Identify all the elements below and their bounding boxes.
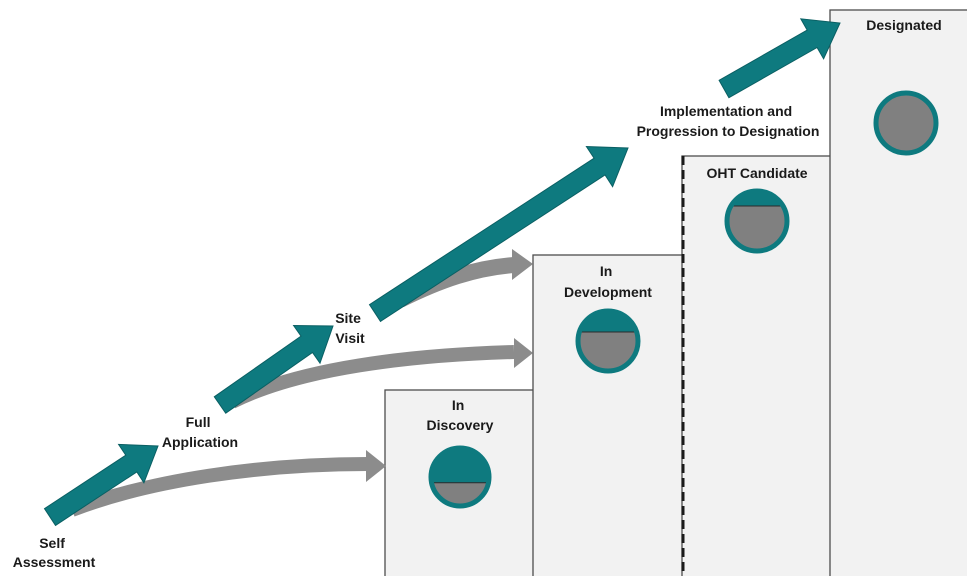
step-label-self-assessment: Self Assessment: [13, 535, 96, 570]
grey-arrow-to-discovery: [69, 450, 386, 517]
teal-arrow-self-to-full: [43, 443, 159, 527]
progress-circle-designated: [873, 90, 939, 156]
step-label-full-application: Full Application: [162, 414, 238, 450]
progress-fill: [431, 448, 489, 483]
teal-arrow-implementation-to-designated: [718, 18, 841, 99]
step-label-implementation: Implementation and Progression to Design…: [637, 103, 820, 139]
teal-arrow-full-to-site: [213, 324, 334, 414]
progress-circle-discovery: [428, 445, 492, 509]
stage-label-oht-candidate: OHT Candidate: [706, 165, 807, 181]
grey-arrow-to-development: [228, 338, 533, 409]
step-label-site-visit: Site Visit: [335, 310, 365, 346]
progress-circle-candidate: [724, 188, 790, 254]
progress-circle-development: [575, 308, 641, 374]
stage-label-designated: Designated: [866, 17, 941, 33]
stage-box-in-development: [532, 254, 684, 576]
teal-arrow-site-to-implementation: [368, 145, 629, 323]
stage-label-in-development: In Development: [564, 263, 652, 300]
stage-label-in-discovery: In Discovery: [427, 397, 494, 433]
